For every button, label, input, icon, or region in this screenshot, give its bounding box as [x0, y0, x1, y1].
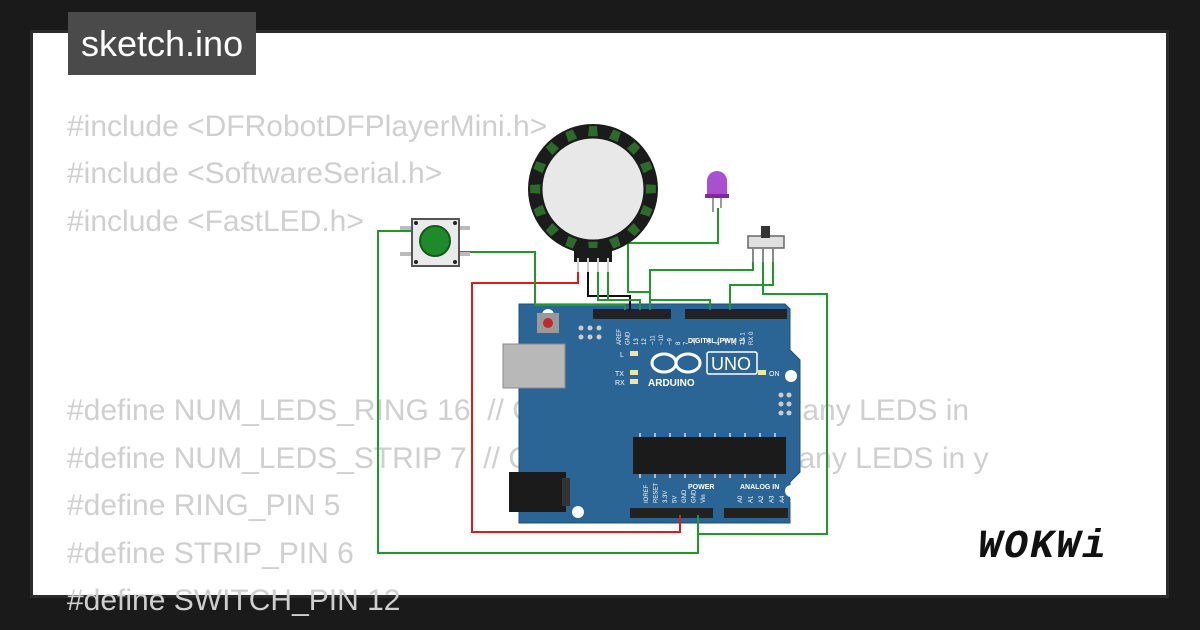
wire-ring-data[interactable] — [597, 270, 641, 310]
wokwi-logo: WOKWi — [978, 525, 1109, 570]
wire-button-signal[interactable] — [459, 251, 626, 310]
code-line: #define SWITCH_PIN 12 — [67, 584, 401, 618]
ring-led — [626, 141, 641, 156]
ring-led — [626, 222, 641, 237]
pin-label: IOREF — [644, 484, 650, 503]
ring-led — [533, 161, 547, 174]
code-line: #include <SoftwareSerial.h> — [67, 157, 443, 191]
l-label: L — [620, 352, 624, 359]
ring-led — [608, 129, 621, 143]
arduino-uno-board[interactable]: UNO ARDUINO DIGITAL (PWM ~) POWER ANALOG… — [502, 303, 801, 524]
pin-label: TX 1 — [741, 332, 747, 345]
slide-switch[interactable] — [747, 226, 785, 262]
pin-label: 3.3V — [663, 491, 669, 503]
power-header-label: POWER — [688, 484, 714, 491]
ring-led — [645, 184, 656, 194]
wire-button-gnd[interactable] — [377, 230, 699, 554]
pin-label: ~3 — [724, 337, 730, 345]
pin-label: 4 — [715, 341, 721, 345]
ring-led — [608, 235, 621, 249]
analog-header-label: ANALOG IN — [740, 484, 779, 491]
circuit-diagram: UNO ARDUINO DIGITAL (PWM ~) POWER ANALOG… — [377, 124, 828, 554]
pin-label: 8 — [676, 341, 682, 345]
ring-led — [588, 126, 598, 137]
pin-label: A3 — [770, 495, 776, 503]
wire-switch-c[interactable] — [697, 252, 828, 535]
wire-switch-b[interactable] — [729, 252, 774, 310]
model-label: UNO — [711, 354, 751, 374]
pin-label: 12 — [642, 338, 648, 345]
pin-label: A0 — [738, 495, 744, 503]
pin-label: A1 — [749, 495, 755, 503]
code-line: #include <DFRobotDFPlayerMini.h> — [67, 110, 548, 143]
code-line: #define STRIP_PIN 6 — [67, 536, 354, 570]
pin-label: 7 — [684, 341, 690, 345]
file-name-tab[interactable]: sketch.ino — [68, 12, 257, 75]
usb-connector — [502, 343, 566, 389]
digital-header-label: DIGITAL (PWM ~) — [688, 338, 745, 345]
pin-label: ~6 — [693, 337, 699, 345]
pin-label: A5 — [791, 495, 797, 503]
pin-label: RESET — [654, 483, 660, 503]
power-jack — [509, 472, 566, 512]
pin-label: ~10 — [659, 334, 665, 345]
tx-label: TX — [615, 371, 624, 378]
ring-led — [639, 161, 653, 174]
ring-led — [565, 129, 578, 143]
wire-5v[interactable] — [471, 270, 681, 533]
code-line: #include <FastLED.h> — [67, 204, 364, 238]
pin-label: ~5 — [707, 337, 713, 345]
atmega-chip — [633, 437, 786, 474]
pin-label: 2 — [732, 341, 738, 345]
rx-label: RX — [615, 380, 625, 387]
ring-led — [639, 204, 653, 217]
ring-led — [565, 235, 578, 249]
pin-label: AREF — [617, 329, 623, 345]
ring-led — [545, 222, 560, 237]
pin-label: GND — [625, 331, 631, 345]
pin-label: Vin — [701, 494, 707, 503]
pin-label: GND — [682, 489, 688, 503]
ring-led — [530, 184, 541, 194]
wires — [377, 208, 828, 554]
brand-label: ARDUINO — [648, 378, 695, 389]
pin-label: GND — [692, 489, 698, 503]
pin-label: 13 — [634, 338, 640, 345]
on-label: ON — [769, 371, 780, 378]
pushbutton[interactable] — [400, 218, 470, 267]
ring-led — [533, 204, 547, 217]
ring-led — [545, 141, 560, 156]
pin-label: RX 0 — [749, 331, 755, 345]
arduino-logo-icon — [650, 352, 702, 374]
code-line: #define RING_PIN 5 — [67, 489, 341, 523]
pin-label: 5V — [673, 496, 679, 503]
pin-label: A2 — [759, 495, 765, 503]
pin-label: ~11 — [651, 335, 657, 345]
analog-pin-labels: A0 A1 A2 A3 A4 A5 — [738, 495, 797, 503]
purple-led[interactable] — [705, 171, 729, 212]
wire-switch-a[interactable] — [649, 252, 754, 310]
neopixel-ring[interactable] — [528, 124, 658, 272]
share-card: #include <DFRobotDFPlayerMini.h> #includ… — [33, 33, 1166, 617]
pin-label: ~9 — [667, 337, 673, 345]
pin-label: A4 — [780, 495, 786, 503]
